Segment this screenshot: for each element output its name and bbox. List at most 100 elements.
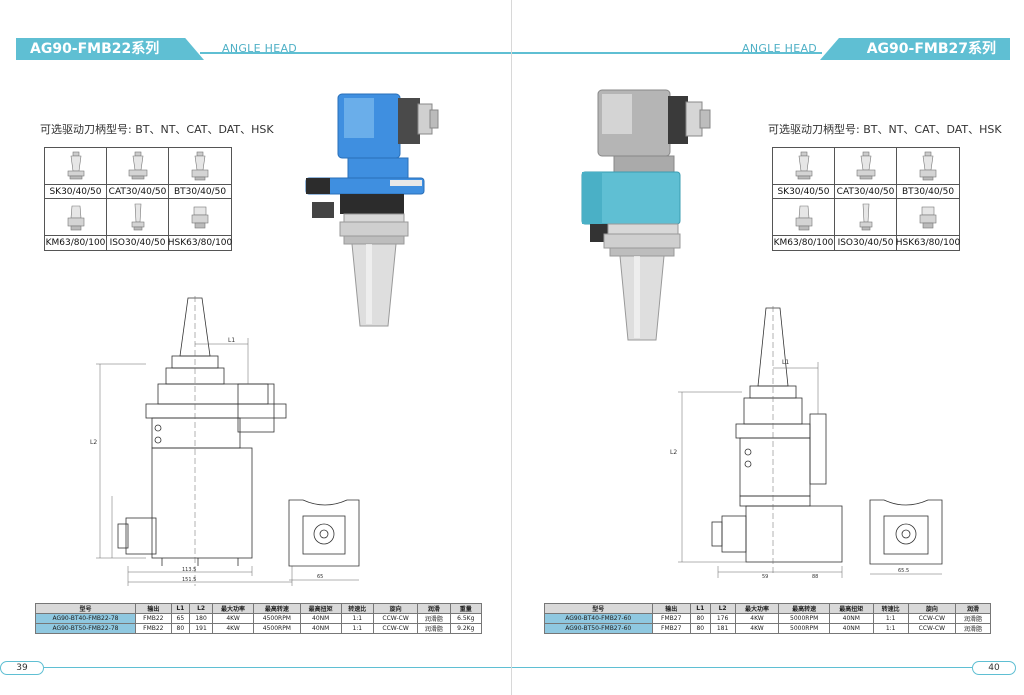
spec-table: 型号 输出 L1 L2 最大功率 最高转速 最高扭矩 转速比 旋向 润滑 AG9… bbox=[544, 603, 991, 634]
table-header-row: 型号 输出 L1 L2 最大功率 最高转速 最高扭矩 转速比 旋向 润滑 重量 bbox=[35, 603, 483, 614]
dim-side: 65 bbox=[317, 574, 323, 580]
col-header: 输出 bbox=[651, 603, 691, 614]
page-number: 39 bbox=[0, 661, 44, 675]
col-header: L1 bbox=[170, 603, 190, 614]
cell: 润滑脂 bbox=[417, 623, 451, 634]
dim-l2: L2 bbox=[670, 449, 677, 456]
shank-grid: SK30/40/50 CAT30/40/50 BT30/40/50 KM63/8… bbox=[772, 147, 960, 251]
cell: 5000RPM bbox=[778, 613, 830, 624]
shank-grid: SK30/40/50 CAT30/40/50 BT30/40/50 KM63/8… bbox=[44, 147, 232, 251]
shank-image-iso bbox=[107, 199, 169, 236]
cell: 40NM bbox=[299, 623, 342, 634]
col-header: 最高转速 bbox=[252, 603, 301, 614]
cell: 1:1 bbox=[872, 613, 909, 624]
cell: CCW-CW bbox=[372, 623, 419, 634]
shank-image-bt bbox=[169, 148, 231, 185]
shank-image-km bbox=[45, 199, 107, 236]
table-row: AG90-BT50-FMB22-78 FMB22 80 191 4KW 4500… bbox=[35, 623, 483, 634]
technical-drawing-fmb27: L1 L2 59 88 bbox=[670, 306, 843, 580]
shank-label: KM63/80/100 bbox=[773, 236, 835, 250]
cell: CCW-CW bbox=[372, 613, 419, 624]
shank-image-bt bbox=[897, 148, 959, 185]
table-row: AG90-BT50-FMB27-60 FMB27 80 181 4KW 5000… bbox=[544, 623, 991, 634]
shank-label: SK30/40/50 bbox=[773, 185, 835, 199]
cell: 4KW bbox=[212, 613, 254, 624]
cell: 润滑脂 bbox=[955, 623, 991, 634]
col-header: 最大功率 bbox=[734, 603, 780, 614]
shank-image-hsk bbox=[169, 199, 231, 236]
cell-model: AG90-BT40-FMB27-60 bbox=[544, 613, 653, 624]
shank-label: CAT30/40/50 bbox=[835, 185, 897, 199]
cell: 9.2Kg bbox=[449, 623, 483, 634]
technical-drawing-fmb22: L1 L2 113.5 151.5 bbox=[90, 296, 293, 586]
cell: 4500RPM bbox=[252, 623, 301, 634]
col-header: 最高转速 bbox=[778, 603, 830, 614]
shank-options-title: 可选驱动刀柄型号: BT、NT、CAT、DAT、HSK bbox=[40, 123, 274, 136]
col-header: 润滑 bbox=[955, 603, 991, 614]
series-title: AG90-FMB27系列 bbox=[820, 38, 1010, 60]
col-header: 最高扭矩 bbox=[828, 603, 874, 614]
cell: 40NM bbox=[299, 613, 342, 624]
cell: 5000RPM bbox=[778, 623, 830, 634]
dim-l1: L1 bbox=[782, 359, 789, 366]
series-title: AG90-FMB22系列 bbox=[16, 38, 204, 60]
cell: 80 bbox=[170, 623, 190, 634]
shank-image-cat bbox=[107, 148, 169, 185]
shank-image-sk bbox=[773, 148, 835, 185]
cell: 80 bbox=[689, 613, 711, 624]
col-header: L2 bbox=[188, 603, 214, 614]
dim-side: 65.5 bbox=[898, 568, 909, 574]
cell: 1:1 bbox=[340, 623, 375, 634]
header-subtitle: ANGLE HEAD bbox=[742, 42, 818, 55]
right-page: ANGLE HEAD AG90-FMB27系列 可选驱动刀柄型号: BT、NT、… bbox=[512, 0, 1024, 695]
product-photo-fmb27 bbox=[581, 89, 711, 341]
shank-image-iso bbox=[835, 199, 897, 236]
cell: 润滑脂 bbox=[417, 613, 451, 624]
col-header: 最大功率 bbox=[212, 603, 254, 614]
side-view-fmb27: 65.5 bbox=[869, 499, 943, 575]
cell-model: AG90-BT40-FMB22-78 bbox=[35, 613, 136, 624]
dim-length: 59 bbox=[762, 574, 768, 580]
col-header: L1 bbox=[689, 603, 711, 614]
shank-label: HSK63/80/100 bbox=[167, 238, 233, 248]
cell: 4KW bbox=[212, 623, 254, 634]
shank-label: HSK63/80/100 bbox=[895, 238, 961, 248]
dim-l1: L1 bbox=[228, 337, 235, 344]
shank-label: BT30/40/50 bbox=[169, 185, 231, 199]
header-band: AG90-FMB22系列 ANGLE HEAD bbox=[0, 38, 512, 60]
cell: 180 bbox=[188, 613, 214, 624]
dim-overall: 88 bbox=[812, 574, 818, 580]
cell: 1:1 bbox=[340, 613, 375, 624]
table-row: AG90-BT40-FMB22-78 FMB22 65 180 4KW 4500… bbox=[35, 613, 483, 624]
shank-label: CAT30/40/50 bbox=[107, 185, 169, 199]
col-header: L2 bbox=[709, 603, 736, 614]
shank-label: ISO30/40/50 bbox=[835, 236, 897, 250]
cell-model: AG90-BT50-FMB22-78 bbox=[35, 623, 136, 634]
footer-rule bbox=[512, 667, 972, 668]
cell: 4KW bbox=[734, 613, 780, 624]
col-header: 旋向 bbox=[372, 603, 419, 614]
cell: 6.5Kg bbox=[449, 613, 483, 624]
shank-image-hsk bbox=[897, 199, 959, 236]
cell: 80 bbox=[689, 623, 711, 634]
table-row: AG90-BT40-FMB27-60 FMB27 80 176 4KW 5000… bbox=[544, 613, 991, 624]
col-header: 转速比 bbox=[340, 603, 375, 614]
col-header: 旋向 bbox=[907, 603, 957, 614]
shank-label: ISO30/40/50 bbox=[107, 236, 169, 250]
left-page: AG90-FMB22系列 ANGLE HEAD 可选驱动刀柄型号: BT、NT、… bbox=[0, 38, 512, 675]
header-rule bbox=[200, 52, 512, 54]
shank-image-km bbox=[773, 199, 835, 236]
dim-width: 113.5 bbox=[182, 567, 196, 573]
col-header: 型号 bbox=[35, 603, 136, 614]
header-subtitle: ANGLE HEAD bbox=[222, 42, 298, 55]
table-header-row: 型号 输出 L1 L2 最大功率 最高转速 最高扭矩 转速比 旋向 润滑 bbox=[544, 603, 991, 614]
cell-model: AG90-BT50-FMB27-60 bbox=[544, 623, 653, 634]
shank-options-title: 可选驱动刀柄型号: BT、NT、CAT、DAT、HSK bbox=[768, 123, 1002, 136]
col-header: 型号 bbox=[544, 603, 653, 614]
shank-label: BT30/40/50 bbox=[897, 185, 959, 199]
cell: CCW-CW bbox=[907, 613, 957, 624]
dim-overall: 151.5 bbox=[182, 577, 196, 583]
shank-label: KM63/80/100 bbox=[45, 236, 107, 250]
col-header: 润滑 bbox=[417, 603, 451, 614]
cell: 40NM bbox=[828, 623, 874, 634]
